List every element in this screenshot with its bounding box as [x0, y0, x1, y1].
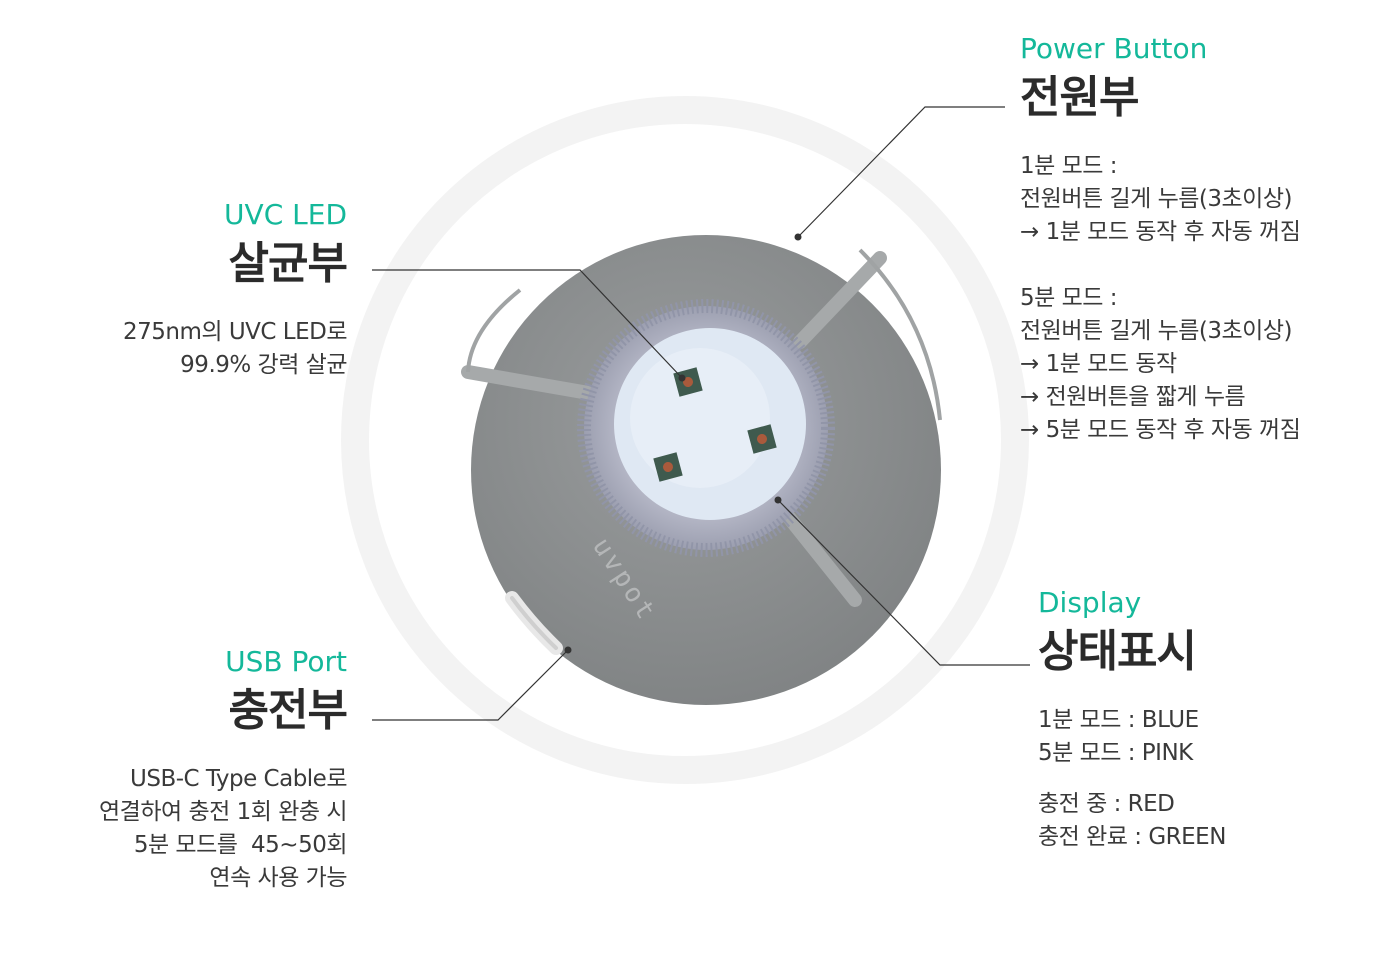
callout-display: Display 상태표시 1분 모드 : BLUE 5분 모드 : PINK 충… — [1038, 586, 1378, 854]
leader-dot-display — [774, 496, 782, 504]
description-line: → 1분 모드 동작 — [1020, 351, 1177, 377]
callout-display-description: 1분 모드 : BLUE 5분 모드 : PINK 충전 중 : RED 충전 … — [1038, 704, 1378, 854]
description-line: 충전 완료 : GREEN — [1038, 824, 1226, 850]
callout-uvc-led-description: 275nm의 UVC LED로 99.9% 강력 살균 — [0, 316, 348, 382]
leader-dot-uvc-led — [678, 374, 686, 382]
leader-line-display — [777, 499, 1030, 666]
description-line: USB-C Type Cable로 — [130, 766, 347, 792]
callout-power-button-description: 1분 모드 : 전원버튼 길게 누름(3초이상) → 1분 모드 동작 후 자동… — [1020, 150, 1380, 447]
callout-usb-port: USB Port 충전부 USB-C Type Cable로 연결하여 충전 1… — [0, 645, 348, 895]
uvc-led-chips — [653, 367, 777, 482]
leader-line-power-button — [797, 106, 1005, 238]
description-line: 5분 모드 : PINK — [1038, 740, 1193, 766]
description-line: 연결하여 충전 1회 완충 시 — [99, 799, 347, 825]
description-line: → 전원버튼을 짧게 누름 — [1020, 384, 1246, 410]
description-line: 5분 모드를 45~50회 — [133, 832, 348, 858]
leader-line-uvc-led — [372, 269, 683, 379]
callout-power-button-title: 전원부 — [1020, 72, 1139, 123]
leader-dot-power-button — [794, 233, 802, 241]
callout-usb-port-english-label: USB Port — [225, 645, 347, 678]
description-line: 연속 사용 가능 — [209, 865, 347, 891]
callout-power-button-english-label: Power Button — [1020, 32, 1208, 65]
callout-uvc-led: UVC LED 살균부 275nm의 UVC LED로 99.9% 강력 살균 — [0, 198, 348, 382]
description-line: 275nm의 UVC LED로 — [122, 319, 348, 345]
description-line: → 1분 모드 동작 후 자동 꺼짐 — [1020, 219, 1301, 245]
description-line: → 5분 모드 동작 후 자동 꺼짐 — [1020, 417, 1301, 443]
description-line: 충전 중 : RED — [1038, 791, 1175, 817]
callout-uvc-led-english-label: UVC LED — [224, 198, 347, 231]
callout-usb-port-description: USB-C Type Cable로 연결하여 충전 1회 완충 시 5분 모드를… — [0, 763, 347, 895]
usb-port — [505, 591, 563, 655]
callout-display-english-label: Display — [1038, 586, 1142, 619]
leader-line-usb-port — [372, 649, 569, 721]
leader-dot-usb-port — [564, 646, 572, 654]
description-line: 전원버튼 길게 누름(3초이상) — [1020, 318, 1292, 344]
callout-usb-port-title: 충전부 — [228, 685, 348, 736]
callout-power-button: Power Button 전원부 1분 모드 : 전원버튼 길게 누름(3초이상… — [1020, 32, 1380, 447]
description-line: 5분 모드 : — [1020, 285, 1118, 311]
description-line: 1분 모드 : — [1020, 153, 1118, 179]
callout-uvc-led-title: 살균부 — [228, 238, 348, 289]
background-halo-ring — [341, 96, 1029, 784]
description-line: 1분 모드 : BLUE — [1038, 707, 1199, 733]
callout-display-title: 상태표시 — [1038, 626, 1197, 677]
description-line: 99.9% 강력 살균 — [180, 352, 347, 378]
description-line: 전원버튼 길게 누름(3초이상) — [1020, 186, 1292, 212]
